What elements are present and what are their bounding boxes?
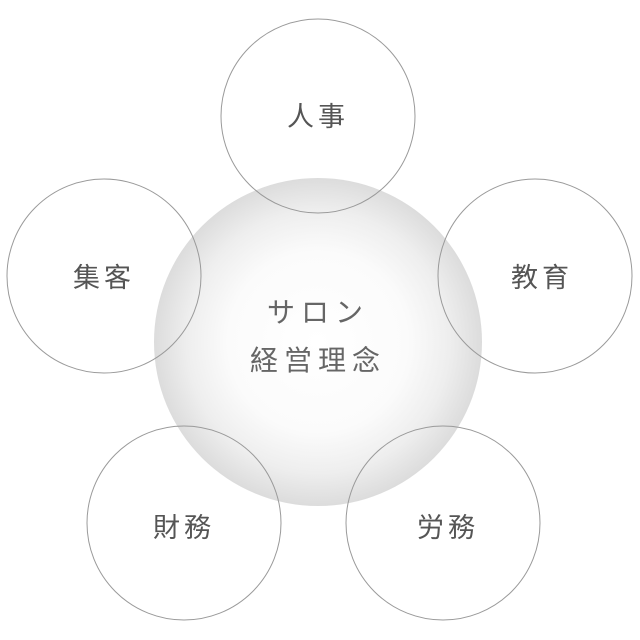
node-left-circle (6, 178, 202, 374)
node-bottom-left-label: 財務 (153, 513, 215, 544)
node-left: 集客 (6, 178, 202, 374)
node-top: 人事 (220, 18, 416, 214)
node-top-circle (220, 18, 416, 214)
node-top-label: 人事 (287, 102, 349, 133)
center-title-line1: サロン (267, 296, 369, 329)
node-bottom-left: 財務 (86, 425, 282, 621)
node-right-label: 教育 (511, 263, 573, 294)
node-right: 教育 (437, 178, 633, 374)
node-right-circle (437, 178, 633, 374)
node-bottom-right-label: 労務 (417, 513, 479, 544)
node-bottom-right-circle (345, 425, 541, 621)
center-circle (154, 178, 482, 506)
node-bottom-right: 労務 (345, 425, 541, 621)
node-bottom-left-circle (86, 425, 282, 621)
node-left-label: 集客 (73, 263, 135, 294)
center-title-line2: 経営理念 (250, 344, 386, 377)
